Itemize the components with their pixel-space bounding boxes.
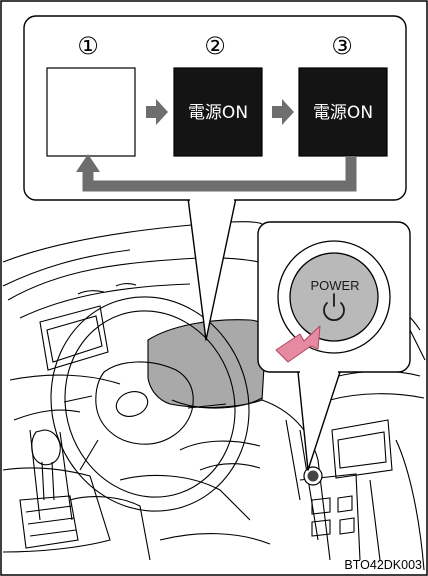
step-number-3: ③: [331, 32, 353, 60]
display-off-screen: [47, 68, 135, 156]
power-inset-seam: [300, 368, 338, 374]
step-number-2: ②: [204, 32, 226, 60]
power-on-text-3: 電源ON: [313, 103, 373, 123]
display-sequence-panel: ① ② ③ 電源ON 電源ON: [24, 16, 406, 202]
dash-power-button: [304, 467, 322, 485]
callout-seam: [190, 196, 234, 202]
power-on-text-2: 電源ON: [188, 103, 248, 123]
step-number-1: ①: [77, 32, 99, 60]
figure-code: BTO42DK003: [344, 558, 422, 572]
power-label: POWER: [310, 278, 359, 293]
cluster-callout-pointer: [188, 198, 236, 340]
power-button-inset: POWER: [258, 222, 410, 374]
